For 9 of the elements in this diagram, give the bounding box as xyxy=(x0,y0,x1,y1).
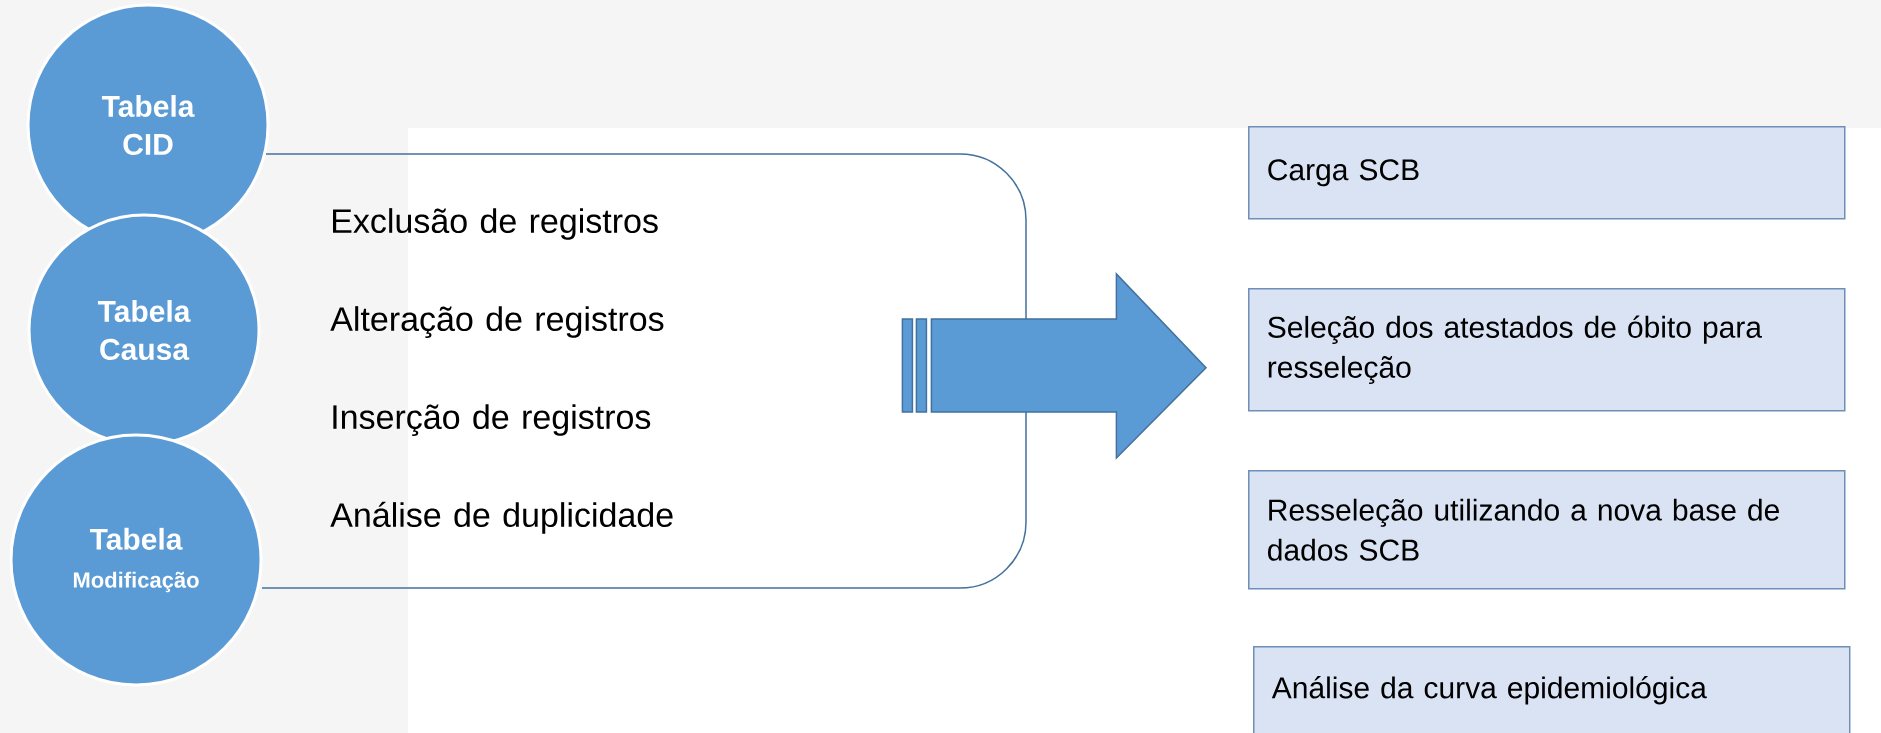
text-box: Carga SCB xyxy=(1248,126,1846,220)
text-box: Resseleção utilizando a nova base de dados SCB xyxy=(1248,470,1846,590)
circle-node: Tabela Modificação xyxy=(9,433,263,687)
block-arrow xyxy=(901,272,1208,460)
text-box: Seleção dos atestados de óbito para resseleção xyxy=(1248,288,1846,412)
text-box: Análise da curva epidemiológica xyxy=(1253,646,1851,733)
bracket-box: Exclusão de registros Alteração de registros Inserção de registros Análise de duplicidade xyxy=(261,153,1027,589)
circle-node: Tabela Causa xyxy=(27,213,261,447)
circle-node: Tabela CID xyxy=(26,3,270,247)
